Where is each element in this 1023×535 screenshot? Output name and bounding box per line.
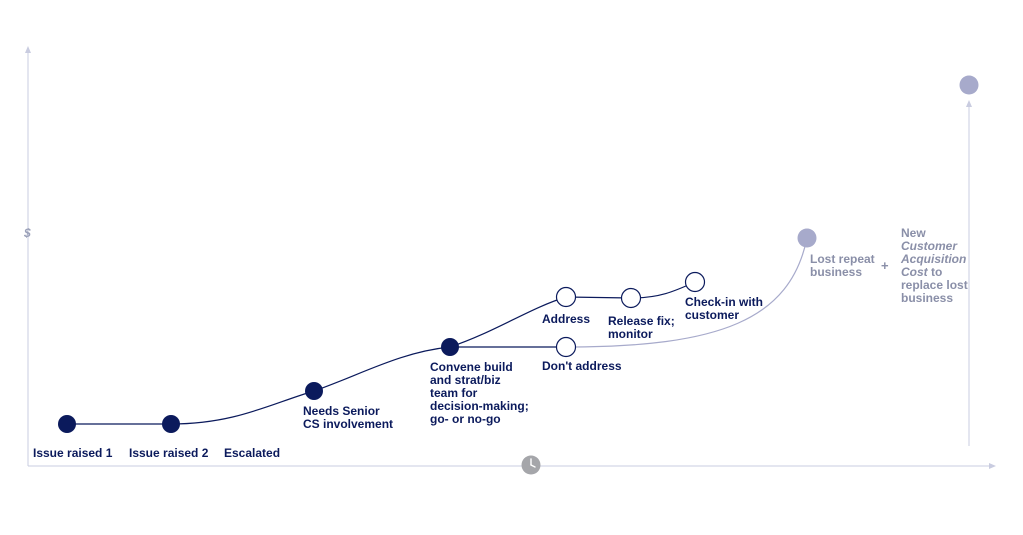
label-convene: Convene build and strat/biz team for dec…	[430, 360, 529, 426]
label-check-in: Check-in with customer	[685, 295, 764, 322]
x-axis-arrow	[989, 463, 996, 469]
path-senior-to-convene	[313, 346, 451, 392]
label-escalated: Escalated	[224, 446, 281, 460]
node-issue-raised-1	[58, 415, 76, 433]
y-axis-arrow	[25, 46, 31, 53]
node-lost-repeat	[797, 228, 817, 248]
node-address	[555, 286, 577, 308]
nodes	[58, 75, 979, 433]
path-address-to-release	[565, 296, 632, 299]
node-cac-top	[959, 75, 979, 95]
label-issue-raised-1: Issue raised 1	[33, 446, 113, 460]
node-convene	[441, 338, 459, 356]
node-needs-senior	[305, 382, 323, 400]
label-new: New	[901, 226, 926, 240]
plus-sign: +	[881, 258, 889, 273]
label-release-fix: Release fix; monitor	[608, 314, 675, 341]
y-axis-symbol: $	[24, 226, 31, 240]
label-issue-raised-2: Issue raised 2	[129, 446, 209, 460]
clock-icon	[521, 455, 541, 475]
label-lost-repeat: Lost repeat business	[810, 252, 875, 279]
label-to-replace: to replace lost business	[901, 265, 968, 305]
node-dont-address	[555, 336, 577, 358]
node-issue-raised-2	[162, 415, 180, 433]
label-cac: Customer Acquisition Cost	[901, 239, 967, 279]
node-release-fix	[620, 287, 642, 309]
label-dont-address: Don't address	[542, 359, 622, 373]
path-convene-to-address	[449, 296, 567, 348]
node-check-in	[684, 271, 706, 293]
cac-axis-arrow	[966, 100, 972, 107]
label-new-cac: New Customer Acquisition Cost to replace…	[901, 227, 971, 305]
label-address: Address	[542, 312, 591, 326]
path-issue2-to-senior	[170, 390, 315, 425]
path-dont-address-to-lost	[565, 237, 808, 348]
label-needs-senior: Needs Senior CS involvement	[303, 404, 394, 431]
axes	[25, 46, 996, 469]
